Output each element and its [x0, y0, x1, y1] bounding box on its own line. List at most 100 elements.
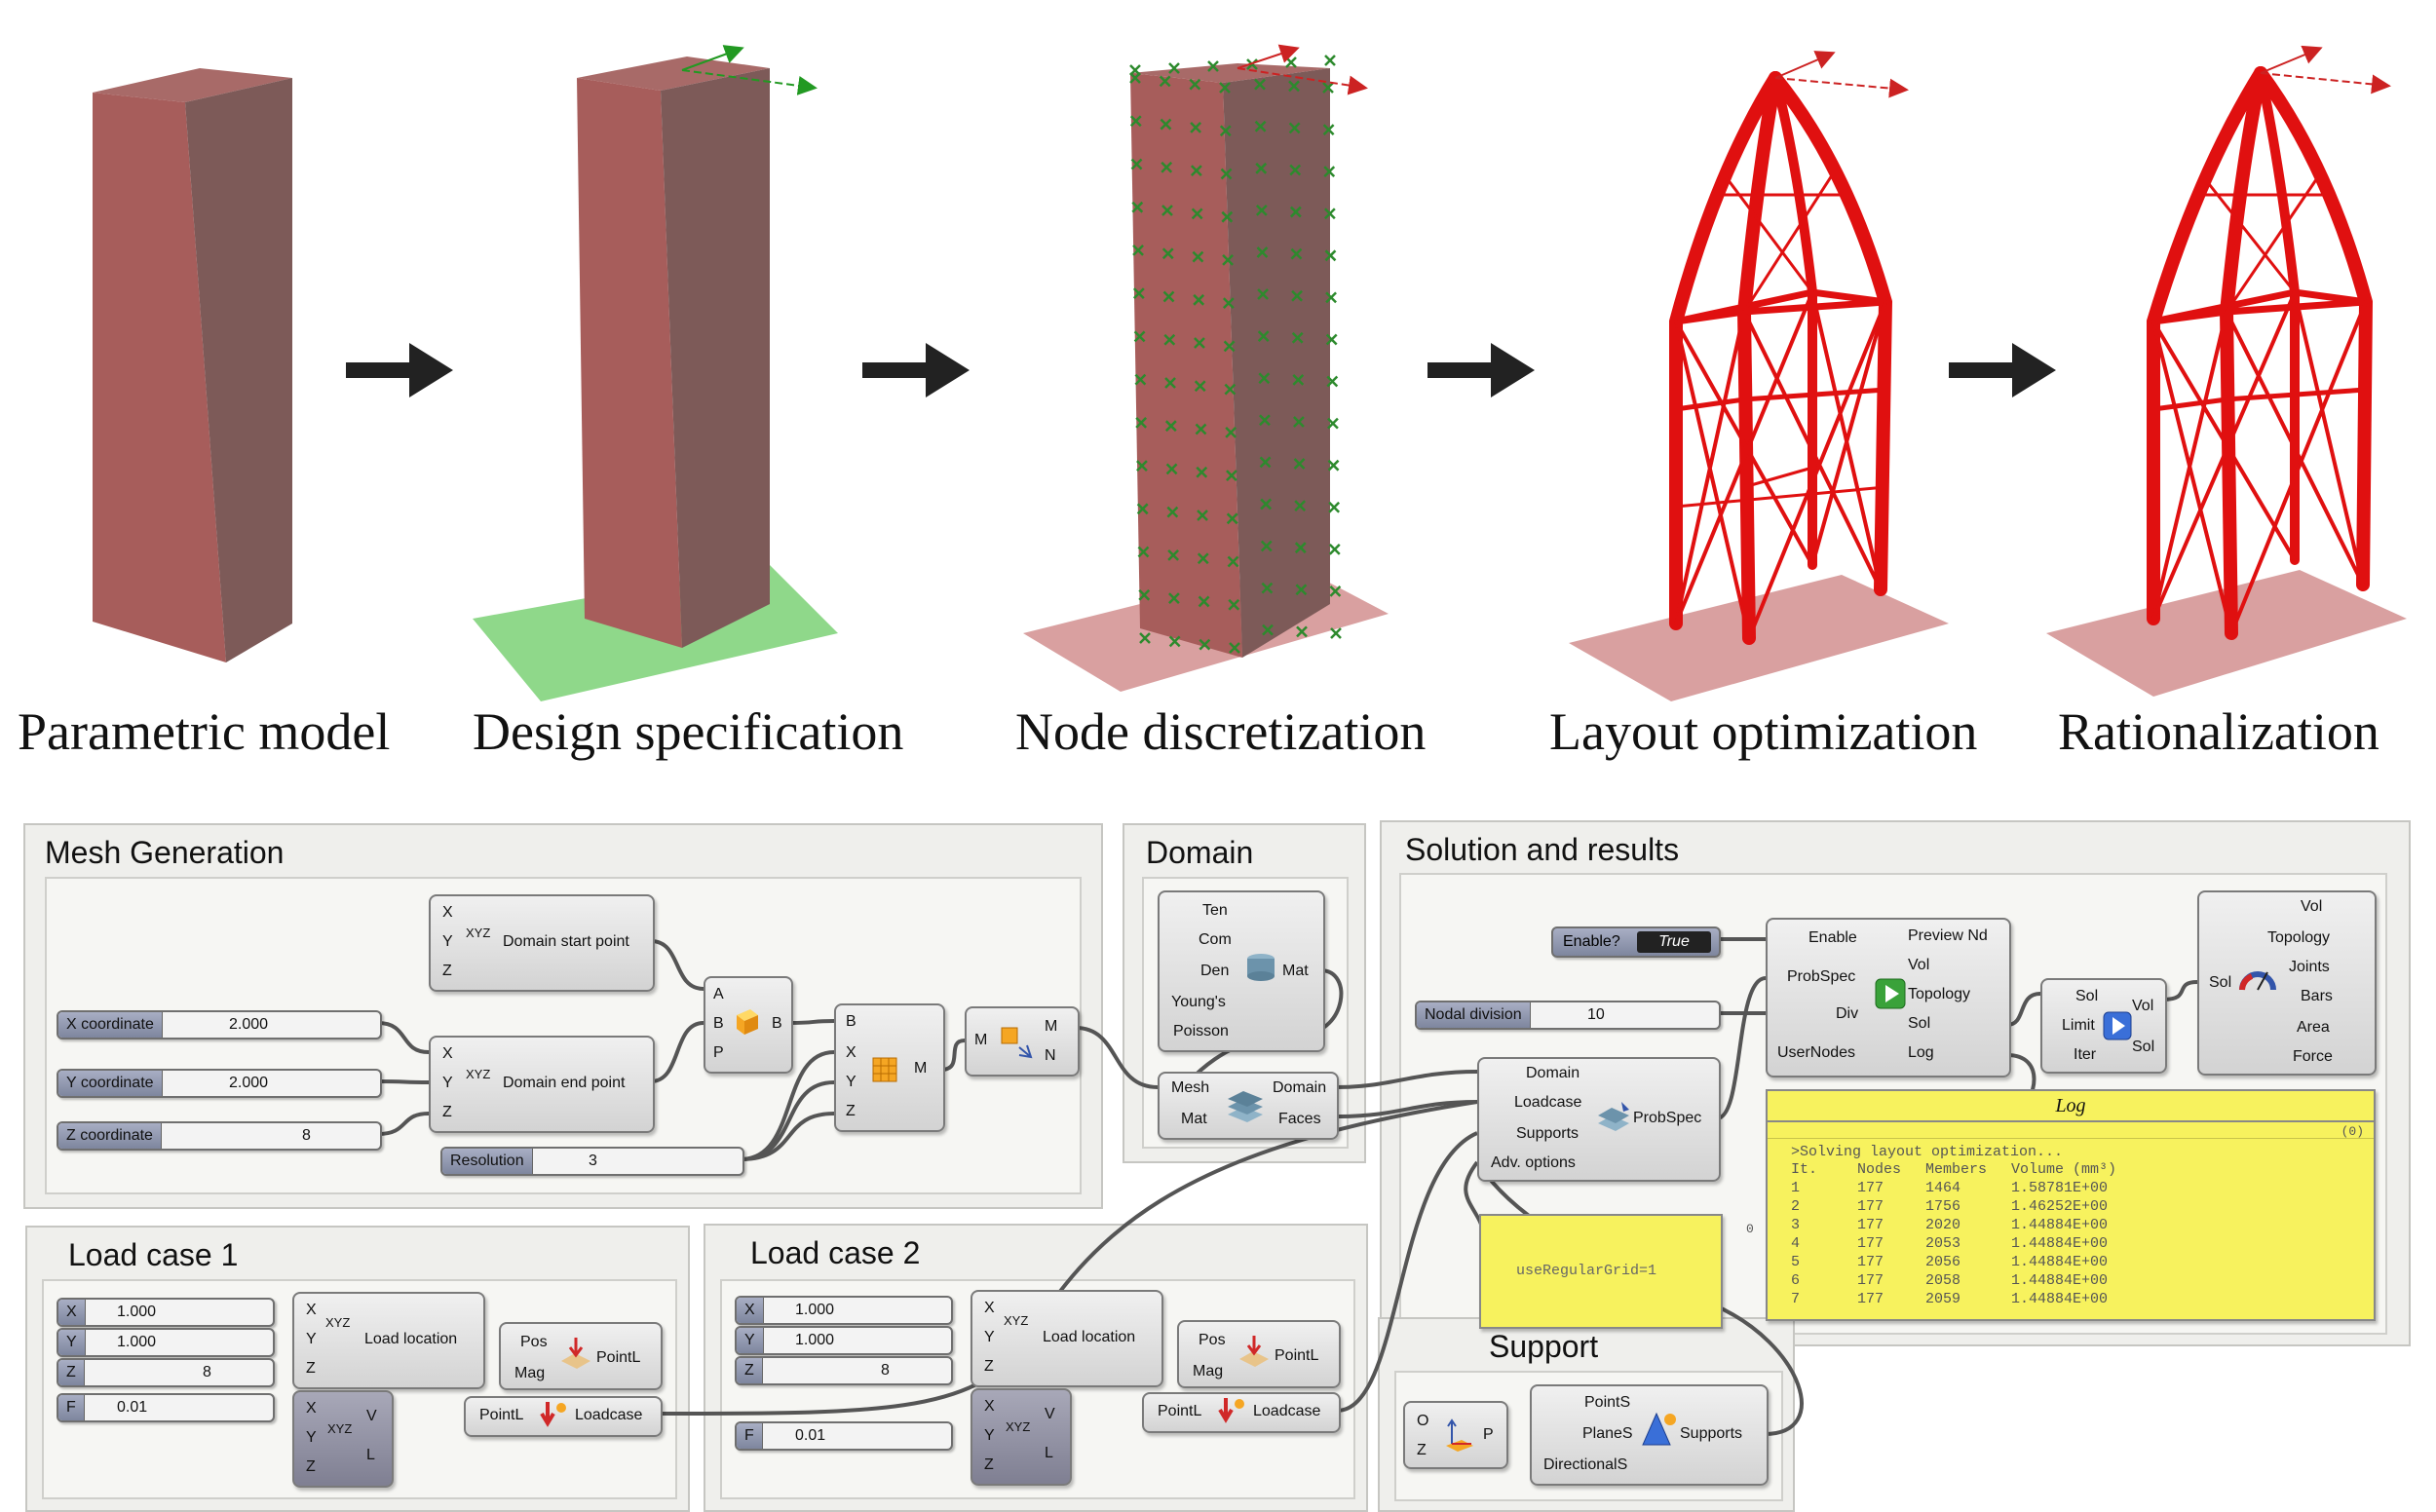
port-pos: Pos	[520, 1334, 548, 1350]
node-marker	[1199, 638, 1211, 651]
slider-value: 3	[589, 1153, 597, 1169]
node-marker	[1262, 624, 1274, 636]
port-y: Y	[306, 1331, 317, 1347]
port-limit: Limit	[2062, 1017, 2095, 1034]
port-div: Div	[1836, 1005, 1859, 1022]
port-vol-out: Vol	[2132, 998, 2154, 1014]
options-panel[interactable]: useRegularGrid=1	[1479, 1214, 1723, 1329]
group-title-load2: Load case 2	[750, 1235, 921, 1270]
port-topology: Topology	[1908, 986, 1971, 1002]
stage-layout-optimization	[1569, 51, 1949, 701]
component-material[interactable]: Ten Com Den Young's Poisson Mat	[1158, 890, 1325, 1052]
component-rationalize[interactable]: Sol Limit Iter Vol Sol	[2040, 978, 2167, 1074]
stage-label-node-discretization: Node discretization	[1015, 702, 1427, 761]
component-domain-start-point[interactable]: X Y Z XYZ Domain start point	[429, 894, 655, 992]
node-marker	[1227, 555, 1239, 568]
slider-lc2-f[interactable]: F 0.01	[735, 1421, 953, 1451]
component-lc2-load-location[interactable]: X Y Z XYZ Load location	[971, 1290, 1163, 1387]
component-plane[interactable]: O Z P	[1403, 1401, 1508, 1469]
slider-lc1-f[interactable]: F 0.01	[57, 1393, 275, 1422]
log-cell: 1.46252E+00	[2011, 1198, 2109, 1215]
slider-label: F	[737, 1423, 763, 1449]
component-quad-mesh[interactable]: M M N	[965, 1006, 1080, 1077]
node-marker	[1322, 82, 1334, 94]
node-marker	[1198, 595, 1210, 608]
component-solver[interactable]: Enable ProbSpec Div UserNodes Preview Nd…	[1766, 918, 2011, 1077]
domain-icon	[1228, 1091, 1263, 1122]
component-probspec[interactable]: Domain Loadcase Supports Adv. options Pr…	[1477, 1057, 1721, 1182]
port-x: X	[442, 1045, 453, 1062]
port-com: Com	[1199, 931, 1232, 948]
node-marker	[1135, 416, 1148, 429]
port-sol: Sol	[2209, 974, 2232, 991]
node-marker	[1196, 466, 1208, 478]
port-x: X	[846, 1044, 856, 1061]
group-title-support: Support	[1489, 1329, 1599, 1364]
stage-label-layout-optimization: Layout optimization	[1549, 702, 1978, 761]
log-panel[interactable]: Log (0) 0 >Solving layout optimization..…	[1746, 1089, 2376, 1321]
slider-x-coordinate[interactable]: X coordinate 2.000	[57, 1010, 382, 1040]
port-supports: Supports	[1516, 1125, 1580, 1142]
port-loadcase-out: Loadcase	[575, 1407, 643, 1423]
slider-lc1-x[interactable]: X 1.000	[57, 1298, 275, 1327]
node-marker	[1225, 426, 1237, 438]
arrow-4	[1949, 343, 2056, 397]
toggle-enable[interactable]: Enable? True	[1551, 926, 1721, 958]
slider-lc1-y[interactable]: Y 1.000	[57, 1328, 275, 1357]
node-marker	[1255, 205, 1268, 216]
port-supports-out: Supports	[1680, 1425, 1743, 1442]
component-lc2-pointload[interactable]: Pos Mag PointL	[1177, 1320, 1341, 1388]
node-marker	[1193, 293, 1205, 306]
node-marker	[1326, 375, 1339, 388]
component-supports[interactable]: PointS PlaneS DirectionalS Supports	[1530, 1384, 1769, 1486]
slider-resolution[interactable]: Resolution 3	[440, 1147, 744, 1176]
node-marker	[1229, 642, 1240, 654]
slider-label: F	[58, 1395, 85, 1420]
node-marker	[1294, 500, 1307, 511]
slider-y-coordinate[interactable]: Y coordinate 2.000	[57, 1069, 382, 1098]
node-marker	[1226, 470, 1237, 481]
component-lc2-vector[interactable]: X Y Z V L XYZ	[971, 1388, 1072, 1486]
port-den: Den	[1200, 963, 1230, 979]
slider-lc2-y[interactable]: Y 1.000	[735, 1326, 953, 1355]
component-lc1-loadcase[interactable]: PointL Loadcase	[464, 1396, 663, 1437]
component-domain[interactable]: Mesh Mat Domain Faces	[1158, 1072, 1339, 1140]
slider-z-coordinate[interactable]: Z coordinate 8	[57, 1121, 382, 1151]
node-marker	[1168, 635, 1181, 648]
slider-value: 1.000	[117, 1334, 157, 1350]
node-marker	[1261, 582, 1274, 594]
slider-value: 10	[1587, 1006, 1605, 1023]
slider-nodal-division[interactable]: Nodal division 10	[1415, 1001, 1721, 1030]
log-cell: 177	[1857, 1180, 1884, 1196]
node-marker	[1325, 291, 1337, 304]
options-text: useRegularGrid=1	[1516, 1263, 1657, 1279]
slider-lc2-x[interactable]: X 1.000	[735, 1296, 953, 1325]
group-title-mesh: Mesh Generation	[45, 835, 285, 870]
node-marker	[1164, 377, 1176, 389]
component-domain-end-point[interactable]: X Y Z XYZ Domain end point	[429, 1036, 655, 1133]
slider-value: 0.01	[117, 1399, 148, 1416]
log-cell: 2	[1791, 1198, 1801, 1215]
component-lc2-loadcase[interactable]: PointL Loadcase	[1142, 1392, 1341, 1433]
slider-lc1-z[interactable]: Z 8	[57, 1358, 275, 1387]
port-y: Y	[442, 1075, 453, 1091]
component-lc1-load-location[interactable]: X Y Z XYZ Load location	[292, 1292, 485, 1389]
log-cell: 6	[1791, 1272, 1801, 1289]
component-box[interactable]: A B P B	[704, 976, 793, 1074]
component-label: Load location	[1043, 1329, 1136, 1345]
component-lc1-pointload[interactable]: Pos Mag PointL	[499, 1322, 663, 1390]
port-pointl: PointL	[1158, 1403, 1202, 1419]
log-cell: 2056	[1925, 1254, 1961, 1270]
node-marker	[1257, 330, 1270, 343]
node-marker	[1194, 337, 1205, 349]
slider-lc2-z[interactable]: Z 8	[735, 1356, 953, 1385]
port-p-out: P	[1483, 1426, 1494, 1443]
slider-value: 1.000	[795, 1302, 835, 1318]
port-mesh: Mesh	[1171, 1079, 1210, 1096]
toggle-label: Enable?	[1563, 933, 1620, 950]
component-results[interactable]: Sol Vol Topology Joints Bars Area Force	[2197, 890, 2377, 1076]
log-cell: 1464	[1925, 1180, 1961, 1196]
component-lc1-vector[interactable]: X Y Z V L XYZ	[292, 1390, 394, 1488]
component-mesh-box[interactable]: B X Y Z M	[834, 1003, 945, 1132]
